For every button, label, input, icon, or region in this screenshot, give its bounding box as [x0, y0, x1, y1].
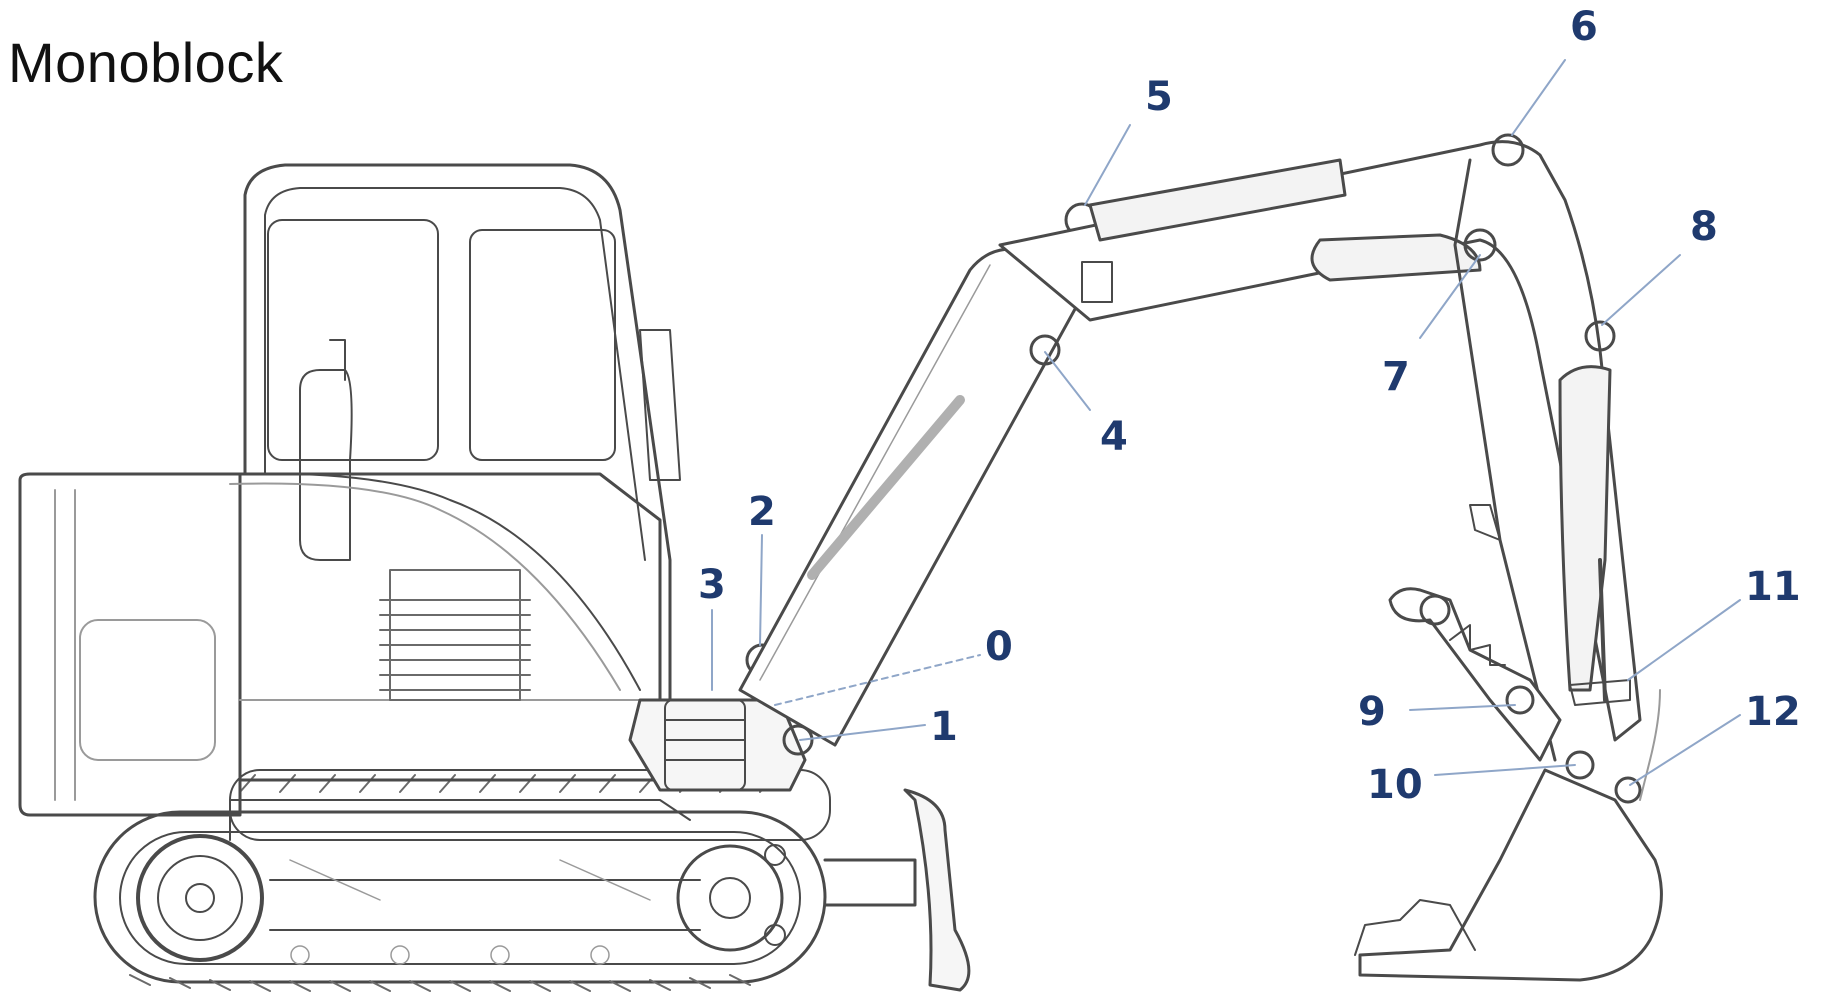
leader-11 [1627, 599, 1741, 681]
operator-cab [229, 163, 681, 762]
swing-cylinder-body [664, 699, 746, 791]
link-pin-12 [1614, 776, 1642, 804]
callout-5: 5 [1145, 74, 1173, 120]
arm-top-pin [1491, 133, 1525, 167]
cab-window-right [469, 229, 616, 461]
boom-cylinder [807, 395, 965, 580]
boom [738, 202, 1100, 747]
sprocket-hub [157, 855, 243, 941]
arm [998, 133, 1642, 762]
bucket-cylinder [1558, 365, 1612, 692]
control-arm [229, 472, 641, 691]
callout-7: 7 [1382, 354, 1410, 400]
track-frame-rails [269, 879, 701, 931]
upper-frame-base [229, 799, 691, 841]
idler-center [709, 877, 751, 919]
arm-link [1453, 158, 1557, 762]
callout-1: 1 [930, 704, 958, 750]
track-roller-row [290, 945, 610, 965]
track-shoe-pattern [129, 774, 776, 992]
idler-bolt [764, 844, 786, 866]
coupler-teeth [1449, 624, 1506, 666]
sprocket-center [185, 883, 215, 913]
tilt-link [1569, 679, 1631, 706]
bucket-teeth [1354, 899, 1476, 956]
engine-housing [238, 472, 662, 782]
leader-6 [1511, 59, 1566, 136]
callout-11: 11 [1745, 564, 1801, 610]
swing-ribs [664, 719, 746, 761]
callout-8: 8 [1690, 204, 1718, 250]
leader-4 [1044, 351, 1091, 411]
dozer-blade [823, 788, 971, 992]
arm-cylinder-barrel [1088, 158, 1347, 242]
drive-sprocket [136, 834, 264, 962]
counterweight-panel [79, 619, 216, 761]
engine-fins [379, 569, 531, 701]
bucket-assembly [1354, 587, 1663, 982]
callout-leaders [711, 59, 1741, 786]
cab-frame [243, 163, 672, 762]
cab-door-handle [639, 329, 681, 481]
leader-10 [1434, 764, 1576, 776]
bucket-cylinder-rod [1598, 558, 1607, 702]
link-pin-9 [1505, 685, 1535, 715]
arm-cylinder-rod-pin [1463, 228, 1497, 262]
counterweight-edge [54, 489, 76, 801]
track-frame-braces [289, 859, 651, 901]
leader-5 [1084, 124, 1131, 206]
callout-10: 10 [1367, 762, 1423, 808]
seat-headrest [329, 339, 346, 381]
leader-12 [1629, 714, 1741, 786]
leader-8 [1601, 254, 1681, 326]
diagram-title: Monoblock [8, 31, 284, 94]
bucket-cylinder-pin [1584, 320, 1616, 352]
idler-bolt-lower [764, 924, 786, 946]
leader-9 [1409, 704, 1516, 711]
counterweight [18, 472, 242, 817]
track-outer [93, 810, 827, 984]
leader-1 [799, 724, 926, 741]
boom-edge [759, 264, 991, 681]
callout-12: 12 [1745, 689, 1801, 735]
control-arm-inner [229, 482, 621, 691]
callout-9: 9 [1358, 689, 1386, 735]
swing-pin [782, 724, 814, 756]
blade-plate [903, 788, 971, 992]
callout-3: 3 [698, 562, 726, 608]
bucket-side-link [1639, 689, 1661, 801]
coupler-pin [1419, 594, 1451, 626]
upper-structure [18, 472, 691, 841]
operator-seat [299, 369, 353, 561]
quick-coupler [1388, 587, 1562, 762]
callout-labels: 0 1 2 3 4 5 6 7 8 9 10 11 12 [698, 4, 1801, 808]
arm-bracket [1081, 261, 1113, 303]
callout-6: 6 [1570, 4, 1598, 50]
leader-7 [1419, 254, 1481, 339]
cab-window-left [267, 219, 439, 461]
callout-0: 0 [985, 624, 1013, 670]
boom-cylinder-pin [1029, 334, 1061, 366]
track-assembly [93, 769, 831, 992]
callout-4: 4 [1100, 414, 1128, 460]
idler-wheel [676, 844, 784, 952]
bucket-shell [1358, 768, 1663, 982]
track-inner [119, 831, 801, 965]
blade-arm [823, 858, 917, 907]
arm-link-bracket [1469, 504, 1501, 541]
leader-2 [759, 534, 763, 646]
leader-0 [774, 654, 981, 706]
callout-2: 2 [748, 489, 776, 535]
cab-inner-frame [264, 187, 646, 561]
